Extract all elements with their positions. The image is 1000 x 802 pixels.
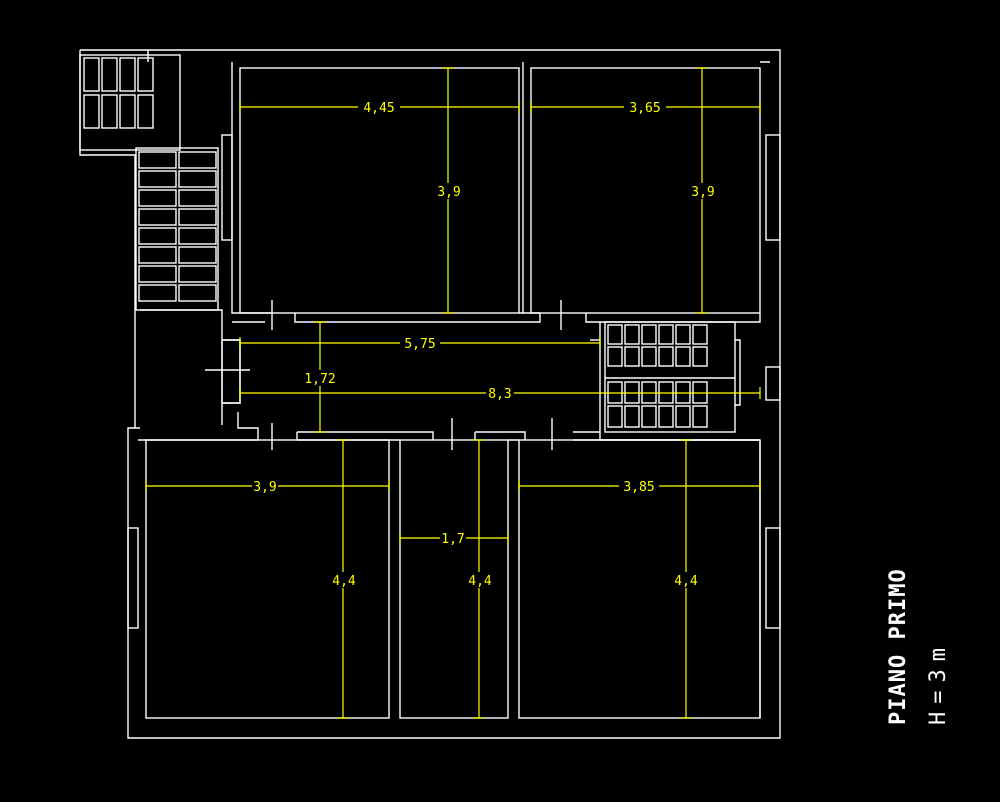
stair-tread [658, 346, 674, 367]
window-right-middle [765, 366, 781, 401]
room-top-left-outline [239, 67, 520, 314]
dim-room-bottom-left-width: 3,9 [253, 480, 276, 495]
stair-tread [692, 346, 708, 367]
dim-room-bottom-right-height: 4,4 [674, 574, 698, 589]
stair-left-flight [135, 147, 219, 311]
drawing-title: PIANO PRIMO H=3m [886, 568, 951, 725]
stair-tread [138, 227, 177, 245]
dim-room-bottom-right-width: 3,85 [623, 480, 654, 495]
window-corridor-left [221, 339, 241, 404]
room-top-right-outline [530, 67, 761, 314]
window-right-lower [765, 527, 781, 629]
stairs-right [604, 321, 741, 433]
stair-tread [641, 346, 657, 367]
stair-tread [675, 405, 691, 428]
windows [127, 134, 781, 629]
title-floor-name: PIANO PRIMO [886, 568, 911, 725]
corridor-walls [140, 309, 760, 441]
stair-tread [178, 189, 217, 207]
stair-tread [138, 208, 177, 226]
dim-corridor-upper-length: 5,75 [404, 337, 435, 352]
stair-tread [138, 265, 177, 283]
room-bottom-middle-outline [399, 439, 509, 719]
stair-tread [692, 324, 708, 345]
stairs-left [79, 54, 219, 311]
stair-tread [138, 151, 177, 169]
room-bottom-right-wall-thickness [573, 439, 761, 718]
stair-tread [658, 324, 674, 345]
stair-tread [178, 284, 217, 302]
dimension-labels: 4,45 3,9 3,65 3,9 5,75 1,72 8,3 3,9 4,4 … [252, 99, 716, 589]
stair-tread [137, 94, 154, 129]
outer-wall [127, 49, 781, 739]
dimension-lines [145, 67, 761, 719]
dim-room-top-left-width: 4,45 [363, 101, 394, 116]
stair-tread [178, 246, 217, 264]
stair-tread [624, 324, 640, 345]
stair-tread [641, 324, 657, 345]
stair-tread [101, 94, 118, 129]
stair-tread [675, 346, 691, 367]
stair-tread [137, 57, 154, 92]
stair-right-rail [605, 339, 741, 406]
dim-room-top-right-width: 3,65 [629, 101, 660, 116]
stair-left-landing [79, 54, 181, 151]
room-bottom-left-outline [145, 439, 390, 719]
window-left-lower [127, 527, 139, 629]
stair-tread [607, 324, 623, 345]
dim-corridor-lower-length: 8,3 [488, 387, 511, 402]
stair-tread [607, 405, 623, 428]
stair-tread [138, 246, 177, 264]
stair-tread [178, 208, 217, 226]
window-left-upper [221, 134, 233, 241]
stair-tread [607, 346, 623, 367]
dim-room-top-right-height: 3,9 [691, 185, 714, 200]
dim-corridor-width: 1,72 [304, 372, 335, 387]
stair-tread [641, 405, 657, 428]
dim-room-top-left-height: 3,9 [437, 185, 460, 200]
stair-tread [178, 151, 217, 169]
stair-tread [178, 265, 217, 283]
dim-room-bottom-middle-width: 1,7 [441, 532, 464, 547]
stair-tread [692, 405, 708, 428]
stair-tread [178, 170, 217, 188]
stair-tread [138, 284, 177, 302]
stair-tread [624, 346, 640, 367]
stair-tread [624, 405, 640, 428]
stair-right-outline [604, 321, 736, 433]
stair-tread [178, 227, 217, 245]
stair-tread [658, 405, 674, 428]
dim-room-bottom-left-height: 4,4 [332, 574, 356, 589]
dim-room-bottom-middle-height: 4,4 [468, 574, 492, 589]
stair-tread [119, 57, 136, 92]
stair-tread [83, 57, 100, 92]
stair-tread [138, 189, 177, 207]
stair-tread [675, 324, 691, 345]
walls [79, 49, 781, 739]
door-marks [271, 300, 600, 450]
stair-tread [119, 94, 136, 129]
stair-tread [101, 57, 118, 92]
stair-tread [83, 94, 100, 129]
stair-tread [138, 170, 177, 188]
window-right-upper [765, 134, 781, 241]
title-height: H=3m [926, 640, 951, 725]
